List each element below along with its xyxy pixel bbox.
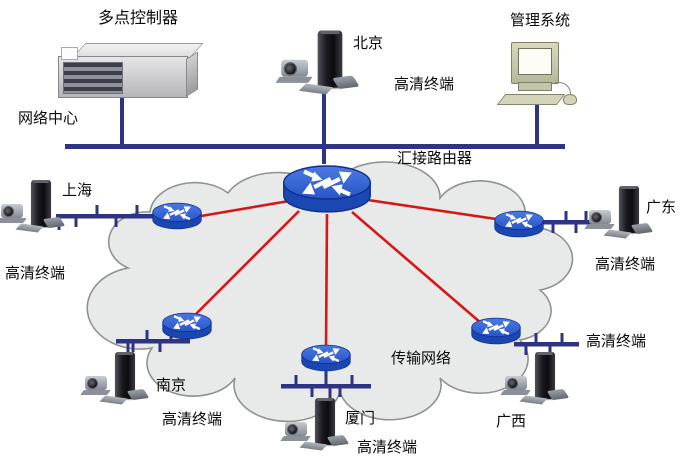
server-card-slots [63, 62, 123, 94]
label-shanghai: 上海 [62, 182, 93, 199]
camera-icon [589, 210, 611, 224]
terminal-guangdong-icon [588, 184, 660, 248]
label-cloud: 传输网络 [391, 350, 452, 367]
codec-tower [619, 186, 639, 233]
terminal-guangxi-icon [504, 350, 576, 414]
camera-icon [85, 376, 107, 390]
label-terminal-beijing: 高清终端 [394, 76, 455, 93]
server-front-face [58, 47, 188, 98]
label-guangdong: 广东 [646, 199, 677, 216]
lan-segment-nanjing [116, 330, 190, 355]
monitor-base [518, 82, 552, 91]
label-terminal-guangxi: 高清终端 [586, 333, 647, 350]
codec-tower [115, 352, 135, 399]
label-beijing: 北京 [353, 35, 384, 52]
red-link-lines [193, 198, 497, 349]
camera-icon [1, 204, 23, 218]
label-management: 管理系统 [510, 12, 571, 29]
terminal-beijing-icon [280, 28, 368, 106]
label-terminal-guangdong: 高清终端 [595, 256, 656, 273]
label-xiamen: 厦门 [345, 410, 376, 427]
red-link-xiamen [324, 213, 329, 349]
label-network-center: 网络中心 [18, 110, 79, 127]
codec-tower [31, 180, 51, 227]
main-bus-line [65, 144, 565, 149]
terminal-shanghai-icon [0, 178, 72, 242]
terminal-xiamen-icon [284, 396, 356, 460]
red-link-nanjing [193, 210, 300, 317]
hub-router-icon [281, 160, 373, 218]
router-shanghai-icon [151, 200, 203, 232]
lan-segment-guangdong [541, 211, 599, 233]
label-terminal-nanjing: 高清终端 [162, 411, 223, 428]
mcu-server-icon [56, 40, 204, 102]
terminal-nanjing-icon [84, 350, 156, 414]
label-terminal-shanghai: 高清终端 [5, 265, 66, 282]
cloud-shape [86, 161, 574, 423]
monitor [511, 42, 559, 84]
router-xiamen-icon [300, 342, 352, 374]
camera-icon [285, 422, 307, 436]
camera-icon [281, 59, 309, 77]
lan-segments [56, 205, 599, 400]
monitor-screen [518, 48, 552, 75]
router-guangdong-icon [493, 208, 545, 240]
red-link-shanghai [200, 199, 290, 218]
label-hub-router: 汇接路由器 [397, 150, 473, 167]
management-pc-icon [496, 42, 581, 106]
label-terminal-xiamen: 高清终端 [357, 439, 418, 456]
codec-tower [315, 398, 335, 445]
label-mcu: 多点控制器 [98, 10, 179, 27]
label-nanjing: 南京 [156, 377, 187, 394]
codec-tower [535, 352, 555, 399]
mouse [563, 94, 577, 105]
router-nanjing-icon [161, 310, 213, 342]
red-link-guangxi [351, 211, 482, 324]
label-guangxi: 广西 [496, 413, 527, 430]
camera-icon [505, 376, 527, 390]
router-guangxi-icon [470, 315, 522, 347]
server-label-tag [61, 47, 78, 60]
red-link-guangdong [367, 198, 497, 221]
